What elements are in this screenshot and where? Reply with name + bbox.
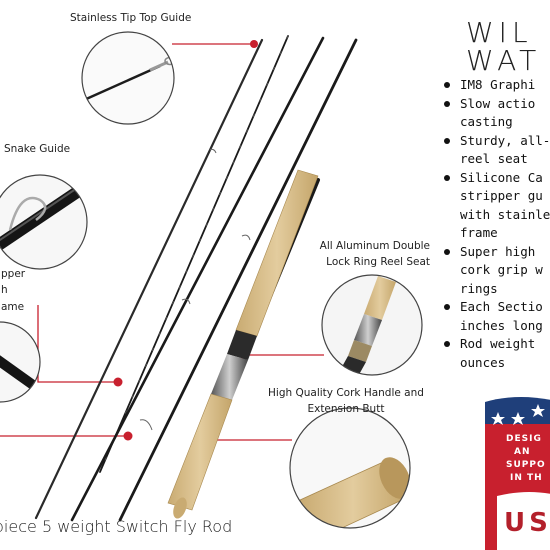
feature-item: stripper gu bbox=[460, 188, 543, 203]
feature-item: Silicone Ca bbox=[440, 169, 550, 188]
rod-third-section bbox=[118, 38, 358, 522]
callout-stripper-line2: h bbox=[1, 284, 8, 297]
rod-guides bbox=[139, 148, 251, 431]
feature-item: reel seat bbox=[460, 151, 528, 166]
badge-stars bbox=[491, 404, 545, 425]
feature-item: cork grip w bbox=[460, 262, 543, 277]
feature-item: casting bbox=[460, 114, 513, 129]
usa-badge-shield bbox=[485, 397, 550, 550]
callout-stripper-line1: pper bbox=[1, 268, 26, 280]
brand-wordmark-line2: WAT bbox=[466, 44, 542, 77]
product-caption: -piece 5 weight Switch Fly Rod bbox=[0, 517, 233, 536]
callout-cork-line1: High Quality Cork Handle and bbox=[268, 387, 424, 399]
detail-circle-outline bbox=[81, 31, 175, 125]
detail-stripper-guide bbox=[0, 322, 40, 402]
callout-cork-handle: High Quality Cork Handle and Extension B… bbox=[268, 385, 424, 418]
rod-thin-section bbox=[34, 38, 264, 520]
brand-wordmark-line1: WIL bbox=[466, 16, 533, 49]
feature-item: Slow actio bbox=[440, 95, 550, 114]
badge-country: US bbox=[504, 508, 550, 538]
detail-cork-handle bbox=[290, 408, 410, 528]
callout-cork-line2: Extension Butt bbox=[307, 403, 385, 416]
rod-middle-section bbox=[70, 36, 325, 522]
callout-reel-seat-line2: Lock Ring Reel Seat bbox=[326, 256, 430, 269]
feature-item: Sturdy, all- bbox=[440, 132, 550, 151]
detail-reel-seat bbox=[322, 275, 422, 375]
feature-item: rings bbox=[460, 280, 498, 296]
callout-stripper-line3: ame bbox=[1, 300, 25, 313]
rod-tip-section bbox=[99, 35, 289, 473]
callout-stripper-guide: pper h ame bbox=[1, 266, 25, 315]
detail-tip-top bbox=[82, 32, 174, 124]
callout-reel-seat: All Aluminum Double Lock Ring Reel Seat bbox=[320, 238, 430, 271]
feature-item: Rod weight bbox=[440, 335, 550, 354]
badge-line2: AN bbox=[514, 447, 531, 457]
callout-tip-top-guide: Stainless Tip Top Guide bbox=[70, 12, 192, 24]
callout-reel-seat-line1: All Aluminum Double bbox=[319, 240, 430, 252]
detail-snake-guide bbox=[0, 175, 87, 269]
badge-line4: IN TH bbox=[510, 473, 543, 483]
feature-item: IM8 Graphi bbox=[440, 76, 550, 95]
badge-line3: SUPPO bbox=[506, 460, 546, 470]
feature-item: inches long bbox=[460, 317, 543, 333]
feature-item: with stainle bbox=[460, 206, 550, 222]
feature-item: Super high bbox=[440, 243, 550, 262]
callout-snake-guide: Snake Guide bbox=[4, 143, 71, 155]
feature-item: Each Sectio bbox=[440, 298, 550, 317]
rod-butt-section bbox=[167, 169, 320, 519]
feature-item: ounces bbox=[460, 354, 506, 370]
feature-item: frame bbox=[460, 225, 498, 240]
badge-line1: DESIG bbox=[506, 434, 542, 444]
